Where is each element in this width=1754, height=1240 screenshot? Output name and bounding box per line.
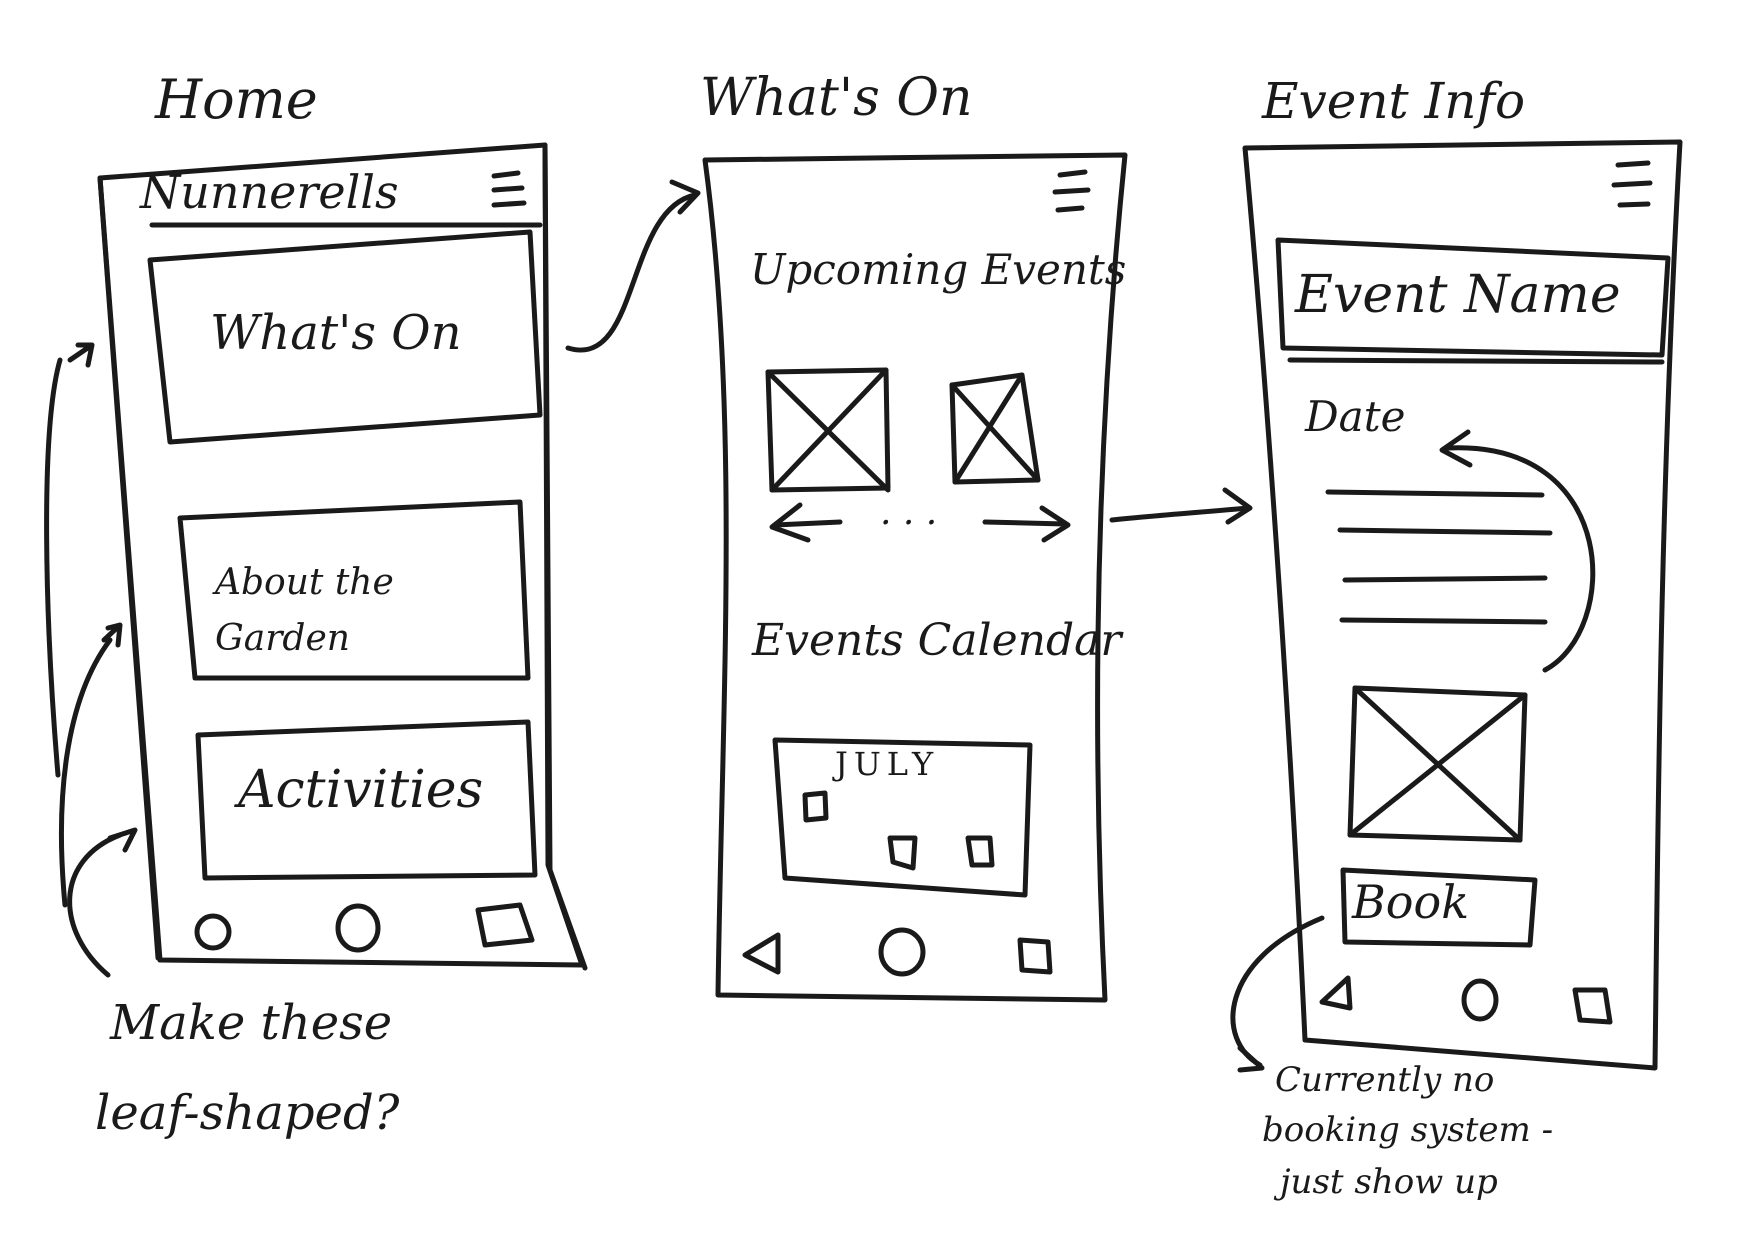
home-whats-on-button[interactable] [147, 229, 543, 445]
home-whats-on-label: What's On [210, 305, 462, 361]
home-screen-frame [97, 142, 588, 971]
home-nav-icon[interactable] [1461, 978, 1499, 1022]
book-button-label[interactable]: Book [1352, 875, 1470, 929]
carousel-prev-icon[interactable] [769, 502, 843, 543]
event-name-label: Event Name [1295, 265, 1621, 325]
arrow-icon [1109, 487, 1253, 525]
menu-icon[interactable] [491, 170, 527, 208]
home-nav-back-icon[interactable] [194, 913, 232, 951]
home-activities-button[interactable] [195, 719, 538, 881]
home-about-button[interactable] [177, 499, 531, 681]
arrow-icon [1439, 429, 1596, 673]
event-name-box [1275, 237, 1671, 365]
book-note-line-2: booking system - [1262, 1110, 1554, 1150]
home-about-label: About the Garden [215, 562, 394, 659]
arrow-icon [565, 179, 701, 353]
home-brand-name: Nunnerells [140, 165, 399, 219]
menu-icon[interactable] [1611, 160, 1653, 208]
recent-nav-icon[interactable] [1017, 937, 1053, 975]
home-nav-icon[interactable] [878, 927, 926, 977]
event-info-nav-bar [1319, 975, 1613, 1025]
placeholder-image-icon [1347, 685, 1528, 843]
back-nav-icon[interactable] [1319, 975, 1353, 1011]
home-nav-bar [194, 902, 535, 953]
calendar-widget[interactable] [772, 737, 1033, 898]
back-nav-icon[interactable] [742, 932, 781, 975]
home-screen-title: Home [155, 68, 318, 131]
home-activities-label: Activities [238, 760, 484, 820]
whats-on-nav-bar [742, 927, 1053, 977]
arrow-icon [1230, 915, 1325, 1073]
calendar-month: JULY [835, 745, 940, 783]
event-info-screen-title: Event Info [1262, 72, 1526, 130]
carousel-next-icon[interactable] [982, 505, 1071, 543]
date-label: Date [1305, 392, 1406, 441]
recent-nav-icon[interactable] [1572, 987, 1613, 1025]
event-info-screen-frame [1242, 139, 1683, 1071]
carousel-dots: . . . [880, 492, 938, 533]
whats-on-screen-title: What's On [700, 68, 973, 128]
placeholder-image-icon [765, 367, 891, 493]
menu-icon[interactable] [1052, 169, 1091, 213]
whats-on-screen-frame [702, 152, 1128, 1003]
book-button[interactable] [1340, 867, 1538, 948]
home-note-line-2: leaf-shaped? [95, 1085, 400, 1141]
events-calendar-heading: Events Calendar [752, 615, 1122, 666]
home-side-arrows [44, 342, 138, 978]
home-nav-recent-icon[interactable] [475, 902, 535, 948]
placeholder-image-icon [949, 372, 1041, 485]
home-nav-home-icon[interactable] [335, 903, 381, 953]
upcoming-events-heading: Upcoming Events [750, 245, 1127, 294]
home-note-line-1: Make these [110, 995, 393, 1051]
book-note-line-1: Currently no [1275, 1060, 1495, 1100]
book-note-line-3: just show up [1280, 1162, 1498, 1202]
event-description-lines [1325, 489, 1553, 625]
